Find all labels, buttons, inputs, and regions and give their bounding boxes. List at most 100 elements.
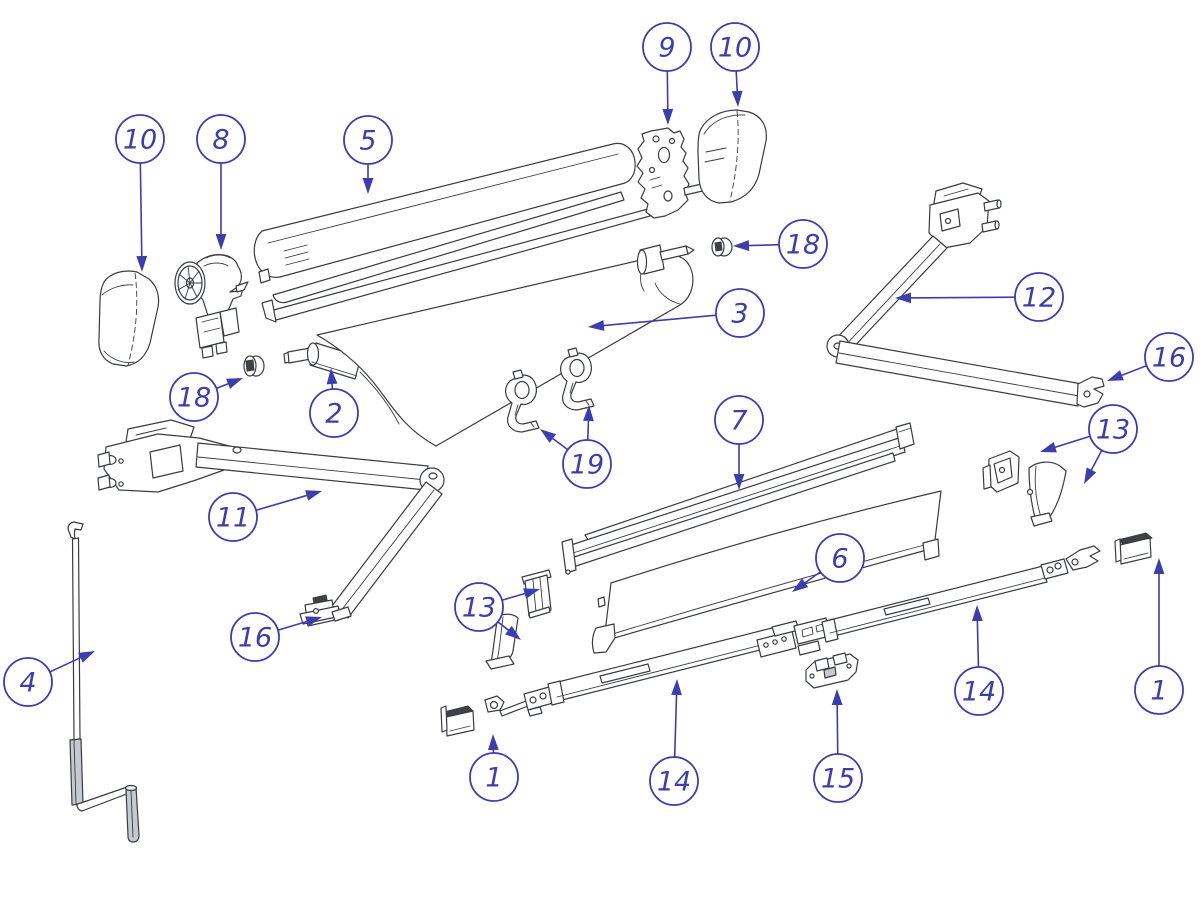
callout-number: 2 <box>325 399 342 430</box>
callout-arrowhead-icon <box>505 625 521 640</box>
callout-arrowhead-icon <box>1153 558 1165 574</box>
callout-number: 12 <box>1022 283 1056 314</box>
callout-circle <box>710 22 760 72</box>
callout-number: 8 <box>212 125 229 156</box>
callout-circle <box>454 582 504 632</box>
callout-arrowhead-icon <box>215 234 227 250</box>
part-3-drawing <box>316 244 695 447</box>
callout-number: 10 <box>123 125 157 156</box>
part-6-drawing <box>591 490 942 654</box>
callout-leader-line <box>597 314 717 327</box>
callout-arrowhead-icon <box>733 240 750 251</box>
callout-number: 16 <box>1152 343 1186 374</box>
part-5-drawing <box>253 142 651 323</box>
callout-16: 16 <box>230 612 322 662</box>
callout-13: 13 <box>1040 404 1138 484</box>
part-10-right-drawing <box>697 109 767 204</box>
callout-leader-line <box>1049 435 1091 450</box>
part-13-left-drawing <box>485 569 552 670</box>
part-18-left-drawing <box>243 355 265 377</box>
callout-18: 18 <box>733 219 828 269</box>
callout-circle <box>649 756 699 806</box>
callout-15: 15 <box>813 689 863 803</box>
callout-1: 1 <box>469 734 519 802</box>
callout-leader-line <box>904 296 1016 299</box>
callout-circle <box>813 753 863 803</box>
callout-arrowhead-icon <box>588 320 605 331</box>
callout-13: 13 <box>454 582 540 640</box>
callout-number: 18 <box>177 383 211 414</box>
callout-number: 14 <box>962 677 996 708</box>
callout-number: 15 <box>821 764 855 795</box>
callout-arrowhead-icon <box>895 292 912 304</box>
callout-arrowhead-icon <box>1040 442 1057 453</box>
part-12-drawing <box>826 182 1105 408</box>
callout-circle <box>778 219 828 269</box>
callout-arrowhead-icon <box>78 651 95 663</box>
callout-10: 10 <box>710 22 760 107</box>
callout-arrowhead-icon <box>523 588 540 599</box>
callout-circle <box>169 372 219 422</box>
callout-arrowhead-icon <box>792 578 809 592</box>
callout-14: 14 <box>649 679 699 806</box>
callout-circle <box>230 612 280 662</box>
callout-10: 10 <box>115 114 165 272</box>
callout-11: 11 <box>208 490 322 542</box>
callout-arrowhead-icon <box>136 255 148 272</box>
callout-number: 1 <box>1150 676 1167 707</box>
callout-leader-line <box>255 493 313 512</box>
callout-number: 14 <box>657 767 691 798</box>
callout-arrowhead-icon <box>540 429 557 443</box>
part-2-drawing <box>283 342 362 380</box>
callout-3: 3 <box>588 288 765 338</box>
part-18-right-drawing <box>711 237 733 257</box>
callout-arrowhead-icon <box>731 90 743 107</box>
part-13-right-drawing <box>982 450 1067 527</box>
callout-circle <box>196 114 246 164</box>
part-1-right-drawing <box>1114 532 1153 565</box>
callout-circle <box>815 533 865 583</box>
callout-number: 7 <box>730 406 747 437</box>
callout-16: 16 <box>1107 332 1194 382</box>
callout-arrowhead-icon <box>1107 370 1124 381</box>
part-14-drawing <box>484 545 1101 717</box>
callout-circle <box>715 288 765 338</box>
callout-circle <box>1134 665 1184 715</box>
callout-leader-line <box>976 614 980 668</box>
part-7-drawing <box>561 422 915 575</box>
callout-number: 19 <box>570 450 604 481</box>
callout-5: 5 <box>343 115 393 194</box>
callout-arrowhead-icon <box>583 405 594 422</box>
part-4-drawing <box>67 521 140 843</box>
part-11-drawing <box>97 419 445 627</box>
callout-arrowhead-icon <box>305 616 322 627</box>
callout-number: 3 <box>731 299 748 330</box>
callout-arrowhead-icon <box>305 490 322 501</box>
callout-arrowhead-icon <box>226 378 243 389</box>
part-15-drawing <box>805 652 859 689</box>
callout-leader-line <box>836 698 839 755</box>
callout-arrowhead-icon <box>671 679 682 696</box>
callout-circle <box>562 439 612 489</box>
callout-arrowhead-icon <box>831 689 843 706</box>
callout-number: 13 <box>1096 415 1130 446</box>
callout-arrowhead-icon <box>362 178 374 194</box>
part-16-right-drawing <box>1076 376 1105 408</box>
callout-leader-line <box>49 654 87 673</box>
callout-14: 14 <box>954 605 1004 716</box>
callout-circle <box>469 752 519 802</box>
callout-number: 1 <box>485 763 502 794</box>
callout-number: 11 <box>216 503 250 534</box>
callout-circle <box>642 22 692 72</box>
callout-arrowhead-icon <box>326 368 338 385</box>
callout-circle <box>3 657 53 707</box>
callout-arrowhead-icon <box>733 474 745 490</box>
callout-arrowhead-icon <box>971 605 983 622</box>
callout-6: 6 <box>792 533 865 592</box>
callout-12: 12 <box>895 272 1064 322</box>
callout-number: 13 <box>462 593 496 624</box>
callout-circle <box>1014 272 1064 322</box>
part-10-left-drawing <box>98 270 160 367</box>
